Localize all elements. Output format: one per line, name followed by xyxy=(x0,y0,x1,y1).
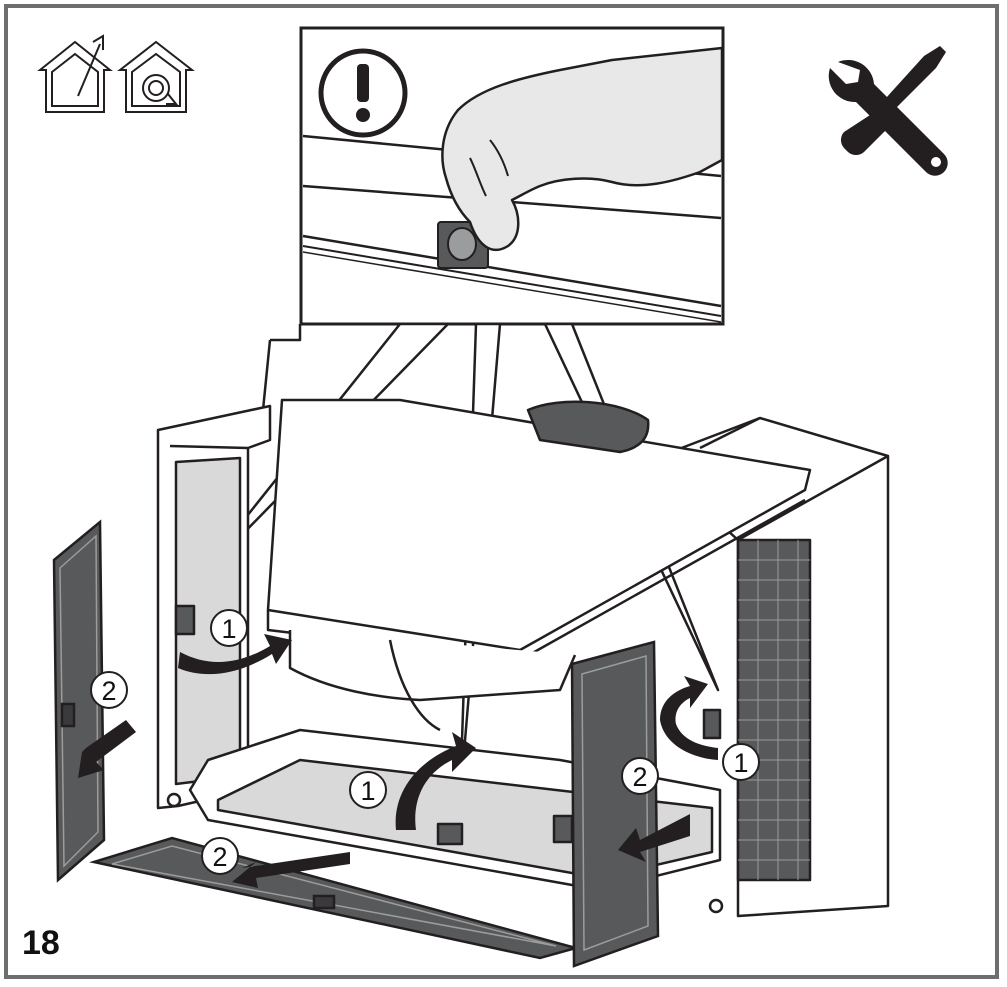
left-release-arrow xyxy=(178,634,292,675)
right-remove-arrow xyxy=(618,814,690,862)
callout-bottom-remove: 2 xyxy=(201,837,239,875)
house-exhaust-icon xyxy=(37,34,113,113)
exclamation-warning-icon xyxy=(318,48,408,138)
left-remove-arrow xyxy=(78,720,136,778)
right-release-arrow xyxy=(660,676,718,760)
step-number: 18 xyxy=(22,924,60,962)
hood-body xyxy=(156,324,890,918)
callout-bottom-release: 1 xyxy=(349,771,387,809)
callout-right-release: 1 xyxy=(722,743,760,781)
svg-text:1: 1 xyxy=(221,614,236,644)
action-arrows xyxy=(78,634,718,888)
svg-text:2: 2 xyxy=(632,762,647,792)
wrench-screwdriver-icon xyxy=(828,46,948,176)
bottom-remove-arrow xyxy=(232,852,350,888)
callout-left-release: 1 xyxy=(210,609,248,647)
callout-right-remove: 2 xyxy=(621,757,659,795)
svg-text:2: 2 xyxy=(101,676,116,706)
callout-left-remove: 2 xyxy=(90,671,128,709)
hand-illustration xyxy=(441,46,724,252)
svg-text:1: 1 xyxy=(733,748,748,778)
detail-inset xyxy=(299,26,725,326)
svg-text:2: 2 xyxy=(212,842,227,872)
bottom-release-arrow xyxy=(395,732,476,830)
right-grease-filter xyxy=(570,640,660,968)
svg-text:1: 1 xyxy=(360,776,375,806)
house-recirculation-icon xyxy=(117,40,195,113)
left-grease-filter xyxy=(52,519,106,883)
